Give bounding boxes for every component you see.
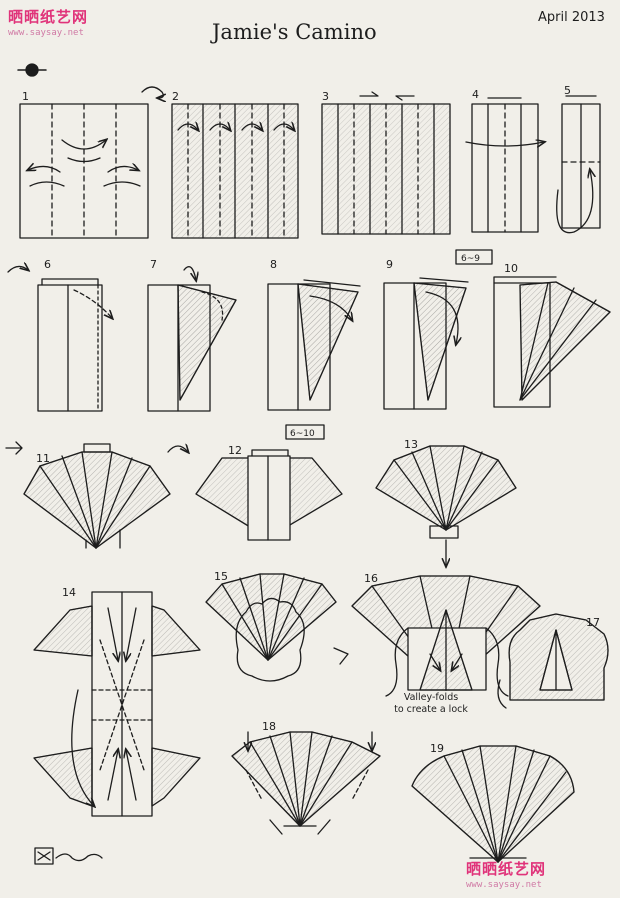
- step-1-drawing: [19, 103, 149, 239]
- step-number: 11: [36, 452, 50, 465]
- step-number: 1: [22, 90, 29, 103]
- step-11-drawing: [23, 443, 171, 549]
- step-10-drawing: [493, 276, 611, 408]
- continue-arrow-icon: [7, 266, 28, 273]
- page-title: Jamie's Camino: [212, 20, 377, 44]
- watermark-url-bottom: www.saysay.net: [466, 880, 542, 890]
- step-18-drawing: [231, 731, 381, 835]
- step-6-drawing: [37, 278, 112, 412]
- turn-over-icon: [141, 86, 163, 98]
- repeat-range-box: [455, 249, 493, 265]
- step-number: 13: [404, 438, 418, 451]
- watermark-logo-bottom: 晒晒纸艺网: [466, 860, 547, 878]
- step-number: 19: [430, 742, 444, 755]
- repeat-range-label: 6~9: [461, 254, 480, 264]
- turn-over-icon: [167, 446, 188, 452]
- step-number: 12: [228, 444, 242, 457]
- step-4-drawing: [465, 97, 544, 233]
- step-13-drawing: [375, 445, 517, 566]
- fold-symbol-icon: [17, 63, 47, 77]
- repeat-range-label: 6~10: [290, 429, 315, 439]
- step-12-drawing: [195, 449, 343, 541]
- step-15-drawing: [205, 573, 349, 682]
- instruction-note-line: Valley-folds: [403, 692, 459, 703]
- step-number: 6: [44, 258, 51, 271]
- step-7-drawing: [147, 266, 237, 412]
- step-14-drawing: [33, 591, 201, 817]
- step-number: 2: [172, 90, 179, 103]
- watermark-logo: 晒晒纸艺网: [8, 8, 89, 26]
- artist-signature: [34, 847, 103, 865]
- instruction-note-line: to create a lock: [394, 704, 468, 715]
- watermark-url: www.saysay.net: [8, 28, 84, 38]
- step-number: 15: [214, 570, 228, 583]
- step-16-drawing: [351, 575, 541, 697]
- step-number: 4: [472, 88, 479, 101]
- continue-arrow-icon: [5, 441, 23, 455]
- step-2-drawing: [171, 103, 299, 239]
- step-number: 3: [322, 90, 329, 103]
- step-number: 16: [364, 572, 378, 585]
- step-3-drawing: [321, 91, 451, 235]
- step-9-drawing: [383, 277, 469, 410]
- step-19-drawing: [411, 745, 575, 863]
- instruction-note: Valley-folds to create a lock: [376, 692, 486, 716]
- step-number: 18: [262, 720, 276, 733]
- repeat-range-box: [285, 424, 325, 440]
- step-number: 8: [270, 258, 277, 271]
- step-number: 7: [150, 258, 157, 271]
- step-number: 14: [62, 586, 76, 599]
- step-number: 9: [386, 258, 393, 271]
- step-number: 10: [504, 262, 518, 275]
- page-date: April 2013: [538, 10, 605, 25]
- step-8-drawing: [267, 279, 361, 411]
- step-number: 17: [586, 616, 600, 629]
- step-5-drawing: [556, 95, 601, 234]
- step-number: 5: [564, 84, 571, 97]
- step-17-drawing: [497, 613, 609, 709]
